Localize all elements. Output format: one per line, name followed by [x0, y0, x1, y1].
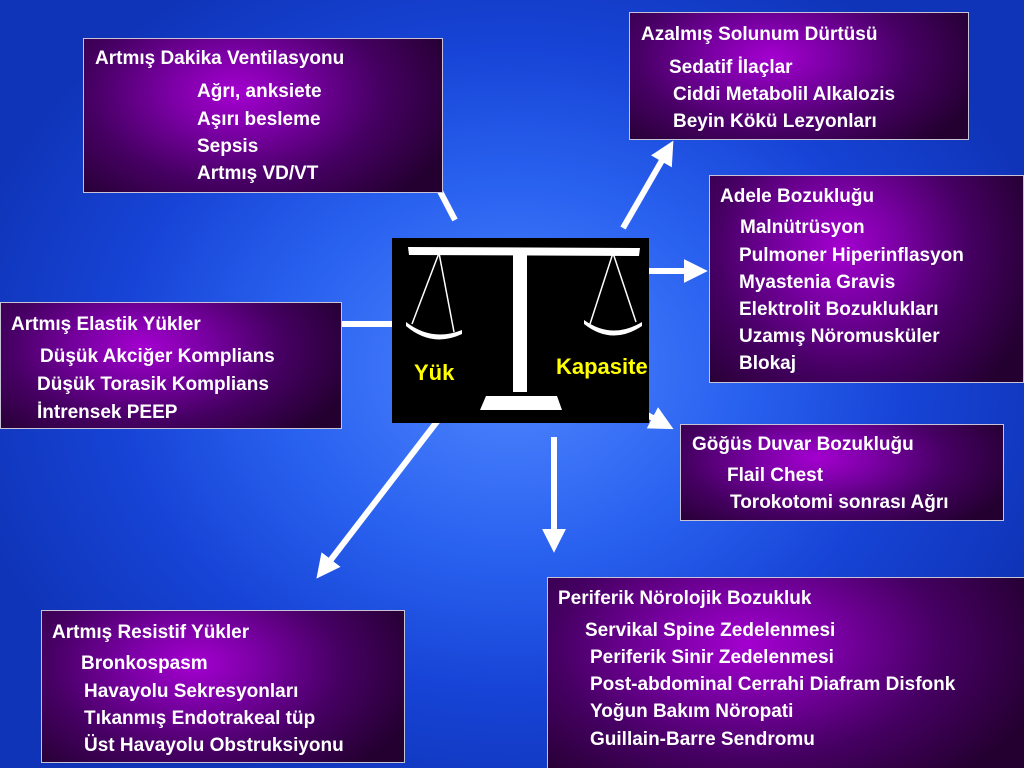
box-item: Torokotomi sonrası Ağrı [730, 492, 949, 513]
box-title: Azalmış Solunum Dürtüsü [641, 24, 878, 45]
box-item: Bronkospasm [81, 653, 208, 674]
box-title: Adele Bozukluğu [720, 186, 875, 207]
box-item: Servikal Spine Zedelenmesi [585, 620, 836, 641]
box-item: Sepsis [197, 136, 259, 157]
box-item: Uzamış Nöromusküler [739, 326, 940, 347]
box-minute-ventilation: Artmış Dakika Ventilasyonu Ağrı, anksiet… [83, 38, 443, 193]
balance-scale-icon [406, 247, 642, 410]
box-item: Periferik Sinir Zedelenmesi [590, 647, 834, 668]
capacity-label: Kapasite [556, 354, 648, 379]
box-item: Sedatif İlaçlar [669, 57, 793, 78]
box-item: Guillain-Barre Sendromu [590, 729, 815, 750]
arrow-to-respiratory-drive [620, 140, 674, 230]
box-item: Elektrolit Bozuklukları [739, 299, 939, 320]
box-item: Üst Havayolu Obstruksiyonu [84, 735, 344, 756]
box-item: Tıkanmış Endotrakeal tüp [84, 708, 316, 729]
box-item: Malnütrüsyon [740, 217, 865, 238]
box-peripheral-neuro: Periferik Nörolojik Bozukluk Servikal Sp… [547, 577, 1024, 768]
box-item: Blokaj [739, 353, 797, 374]
box-item: Yoğun Bakım Nöropati [590, 701, 794, 722]
box-item: Havayolu Sekresyonları [84, 681, 299, 702]
box-item: Flail Chest [727, 465, 824, 486]
box-item: Post-abdominal Cerrahi Diafram Disfonk [590, 674, 956, 695]
box-title: Periferik Nörolojik Bozukluk [558, 588, 812, 609]
box-title: Göğüs Duvar Bozukluğu [692, 434, 914, 455]
box-item: Düşük Torasik Komplians [37, 374, 269, 395]
box-title: Artmış Dakika Ventilasyonu [95, 48, 345, 69]
scale-panel: Yük Kapasite [392, 238, 649, 423]
box-item: Ağrı, anksiete [197, 81, 322, 102]
box-title: Artmış Elastik Yükler [11, 314, 201, 335]
box-muscle-dysfunction: Adele Bozukluğu Malnütrüsyon Pulmoner Hi… [709, 175, 1024, 383]
box-title: Artmış Resistif Yükler [52, 622, 250, 643]
load-label: Yük [414, 360, 455, 385]
box-item: Düşük Akciğer Komplians [40, 346, 275, 367]
box-item: Beyin Kökü Lezyonları [673, 111, 877, 132]
box-item: Aşırı besleme [197, 109, 321, 130]
box-chest-wall: Göğüs Duvar Bozukluğu Flail Chest Toroko… [680, 424, 1004, 521]
box-item: Ciddi Metabolil Alkalozis [673, 84, 896, 105]
box-resistive-loads: Artmış Resistif Yükler Bronkospasm Havay… [41, 610, 405, 763]
box-item: Myastenia Gravis [739, 272, 896, 293]
box-item: Artmış VD/VT [197, 163, 319, 184]
arrow-to-resistive-loads [316, 400, 455, 579]
box-item: Pulmoner Hiperinflasyon [739, 245, 964, 266]
box-respiratory-drive: Azalmış Solunum Dürtüsü Sedatif İlaçlar … [629, 12, 969, 140]
box-item: İntrensek PEEP [37, 402, 178, 423]
box-elastic-loads: Artmış Elastik Yükler Düşük Akciğer Komp… [0, 302, 342, 429]
